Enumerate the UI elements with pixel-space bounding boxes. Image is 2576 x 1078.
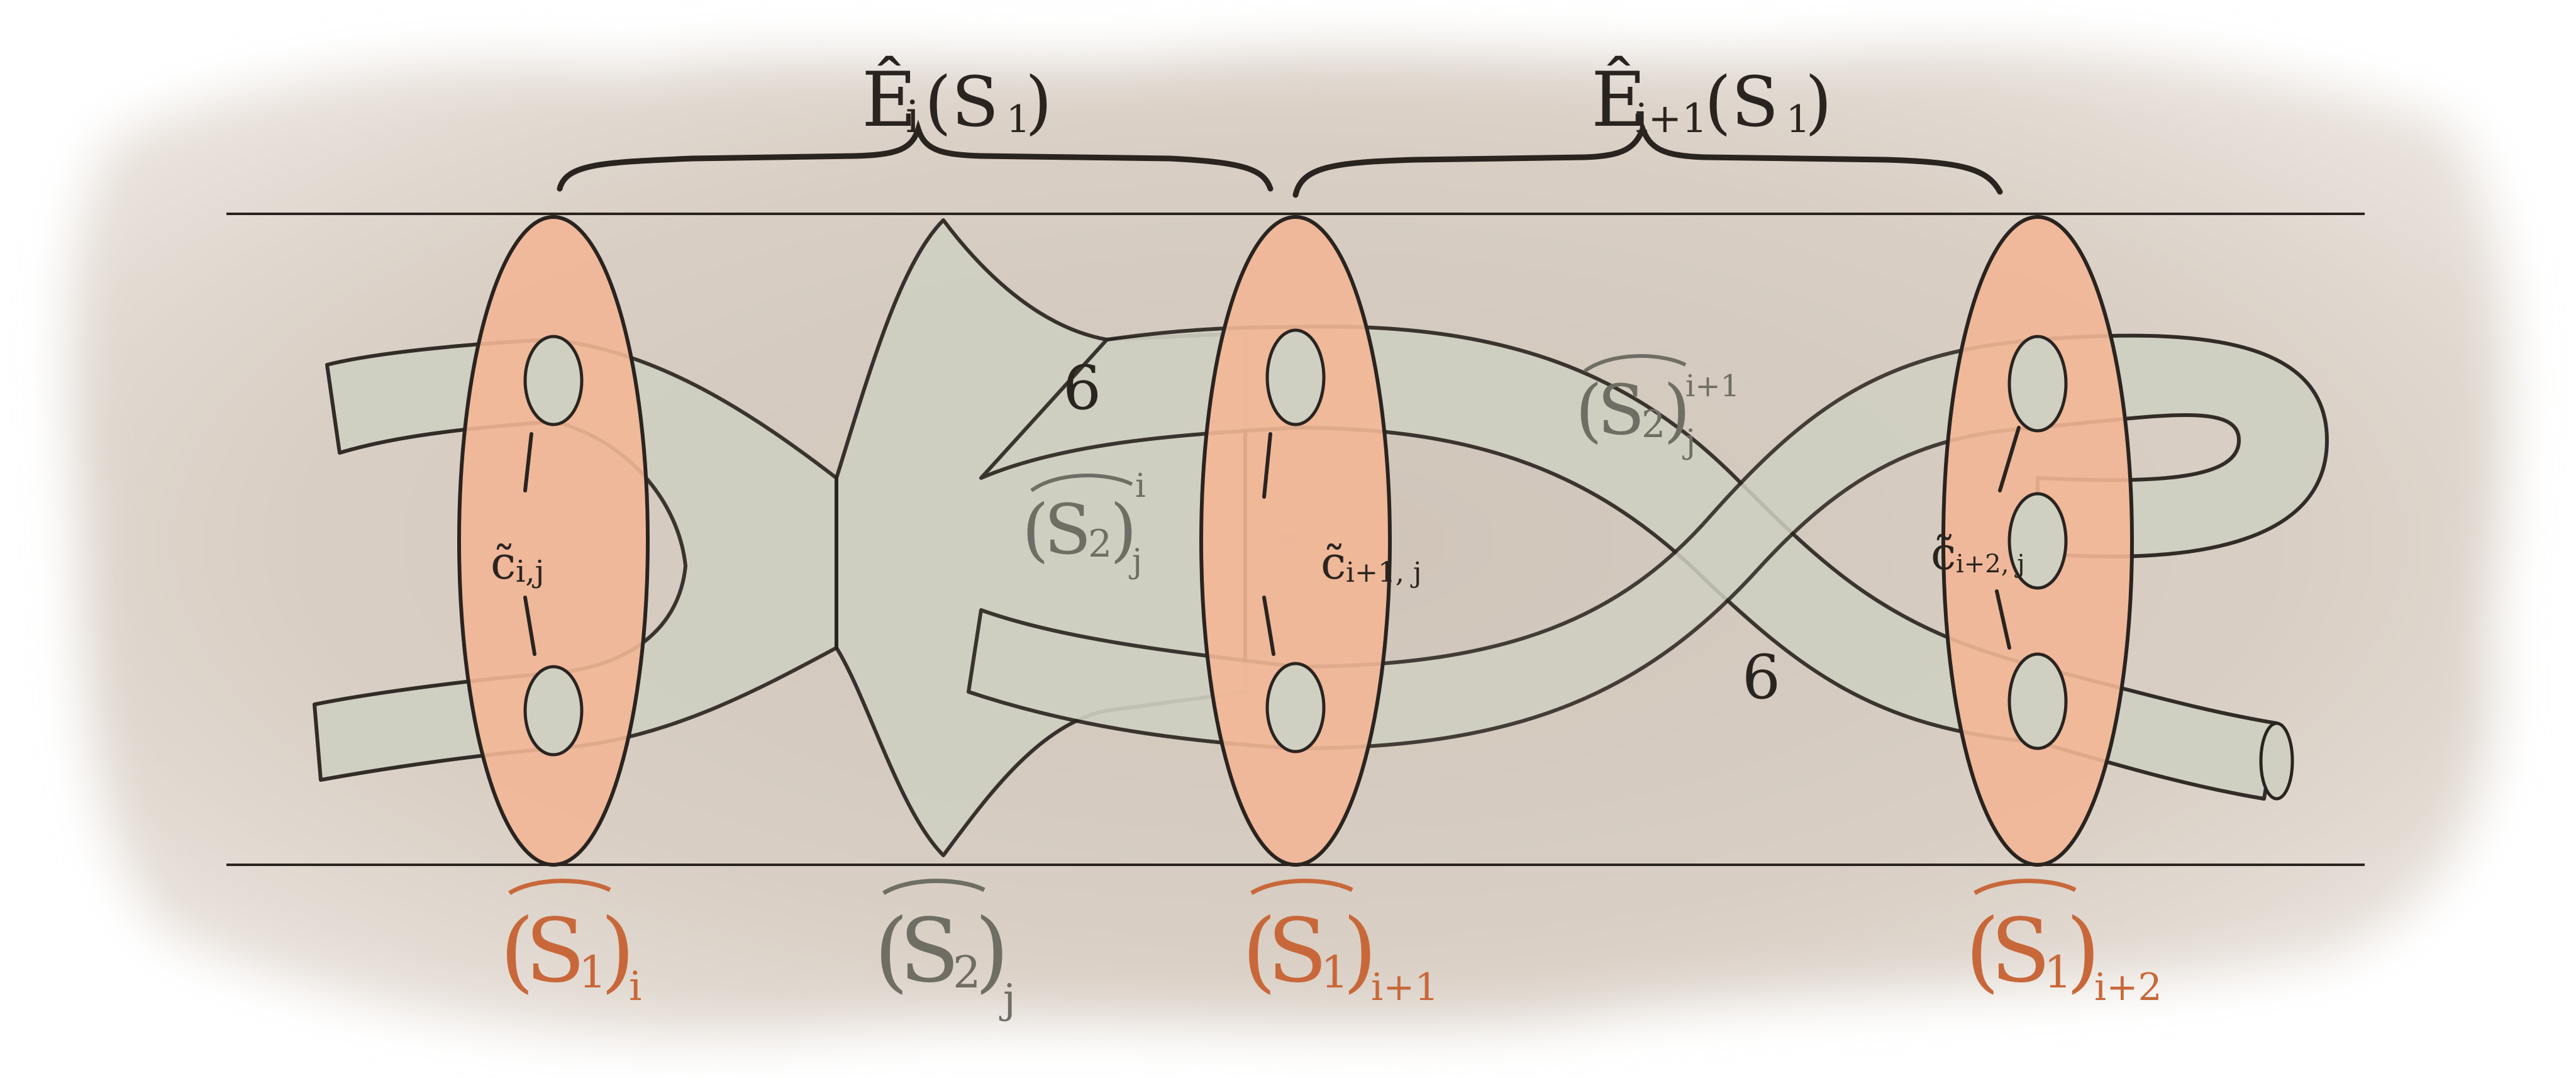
curve-label-i-j: c̃ i,j (491, 536, 545, 589)
svg-text:i+1: i+1 (1371, 965, 1439, 1009)
handle-mark-2: 6 (1742, 642, 1780, 713)
svg-text:c̃: c̃ (491, 536, 516, 589)
label-s1-i-plus-2: ( S 1 ) i+2 (1965, 879, 2162, 1009)
label-s1-i: ( S 1 ) i (500, 879, 641, 1010)
svg-text:2: 2 (1641, 403, 1665, 447)
label-s2-j: ( S 2 ) j (874, 879, 1016, 1023)
svg-text:i: i (629, 964, 641, 1010)
svg-text:S: S (1990, 900, 2051, 1003)
svg-text:(: ( (1575, 370, 1602, 450)
svg-text:S: S (1597, 370, 1645, 450)
handle-mark-1: 6 (1063, 353, 1101, 423)
tube-end-rings (523, 328, 2294, 801)
svg-text:): ) (1805, 62, 1832, 142)
label-s1-i-plus-1: ( S 1 ) i+1 (1242, 879, 1439, 1009)
curve-label-i-plus-2-j: c̃ i+2, j (1931, 527, 2025, 580)
svg-text:(: ( (1022, 489, 1049, 570)
svg-text:): ) (975, 900, 1009, 1003)
disks (457, 215, 2134, 867)
svg-text:i+2, j: i+2, j (1956, 550, 2025, 579)
svg-text:): ) (1025, 62, 1052, 142)
svg-text:1: 1 (1786, 97, 1810, 142)
svg-text:(: ( (1242, 900, 1277, 1003)
svg-text:i+1: i+1 (1685, 369, 1740, 404)
brace-label-left: Ê i (S 1 ) (862, 55, 1052, 144)
brace-right (1292, 121, 2003, 198)
inner-label-s2-i: ( S 2 ) j i (1022, 467, 1146, 581)
svg-text:1: 1 (1321, 947, 1349, 998)
svg-text:1: 1 (1006, 97, 1030, 142)
svg-text:(: ( (1965, 900, 2000, 1003)
svg-text:): ) (1110, 489, 1137, 570)
inner-label-s2-i-plus-1: ( S 2 ) j i+1 (1575, 354, 1740, 461)
svg-text:1: 1 (579, 947, 607, 998)
svg-text:c̃: c̃ (1931, 527, 1956, 580)
svg-text:i+1, j: i+1, j (1346, 557, 1422, 589)
svg-text:S: S (1267, 900, 1328, 1003)
svg-text:): ) (1343, 900, 1377, 1003)
svg-text:i,j: i,j (516, 554, 545, 589)
svg-text:): ) (1663, 370, 1690, 450)
svg-text:(: ( (874, 900, 909, 1003)
svg-text:S: S (1044, 489, 1091, 570)
svg-text:j: j (1682, 423, 1696, 461)
svg-text:): ) (2066, 900, 2101, 1003)
svg-text:S: S (525, 900, 586, 1003)
svg-text:S: S (899, 900, 960, 1003)
disk-arcs (523, 426, 2021, 656)
curve-labels: c̃ i,j c̃ i+1, j c̃ i+2, j (491, 527, 2025, 589)
svg-text:Ê: Ê (1591, 55, 1646, 144)
disk-s1-i (457, 215, 650, 867)
svg-text:(S: (S (924, 62, 999, 142)
svg-text:1: 1 (2044, 947, 2072, 998)
svg-text:i: i (906, 91, 919, 143)
handle-marks: 6 6 (1063, 353, 1780, 713)
svg-text:j: j (1129, 543, 1142, 581)
svg-text:Ê: Ê (862, 55, 917, 144)
svg-text:2: 2 (1088, 522, 1112, 566)
svg-text:i+2: i+2 (2094, 965, 2162, 1009)
svg-text:i+1: i+1 (1635, 96, 1707, 142)
svg-text:c̃: c̃ (1321, 536, 1346, 589)
svg-text:2: 2 (953, 947, 981, 998)
brace-left (557, 119, 1274, 192)
disk-s1-i-plus-1 (1199, 215, 1392, 867)
svg-text:i: i (1135, 467, 1146, 505)
svg-text:): ) (601, 900, 635, 1003)
svg-text:(: ( (500, 900, 535, 1003)
curve-label-i-plus-1-j: c̃ i+1, j (1321, 536, 1422, 589)
brace-label-right: Ê i+1 (S 1 ) (1591, 55, 1832, 144)
svg-text:(S: (S (1704, 62, 1779, 142)
